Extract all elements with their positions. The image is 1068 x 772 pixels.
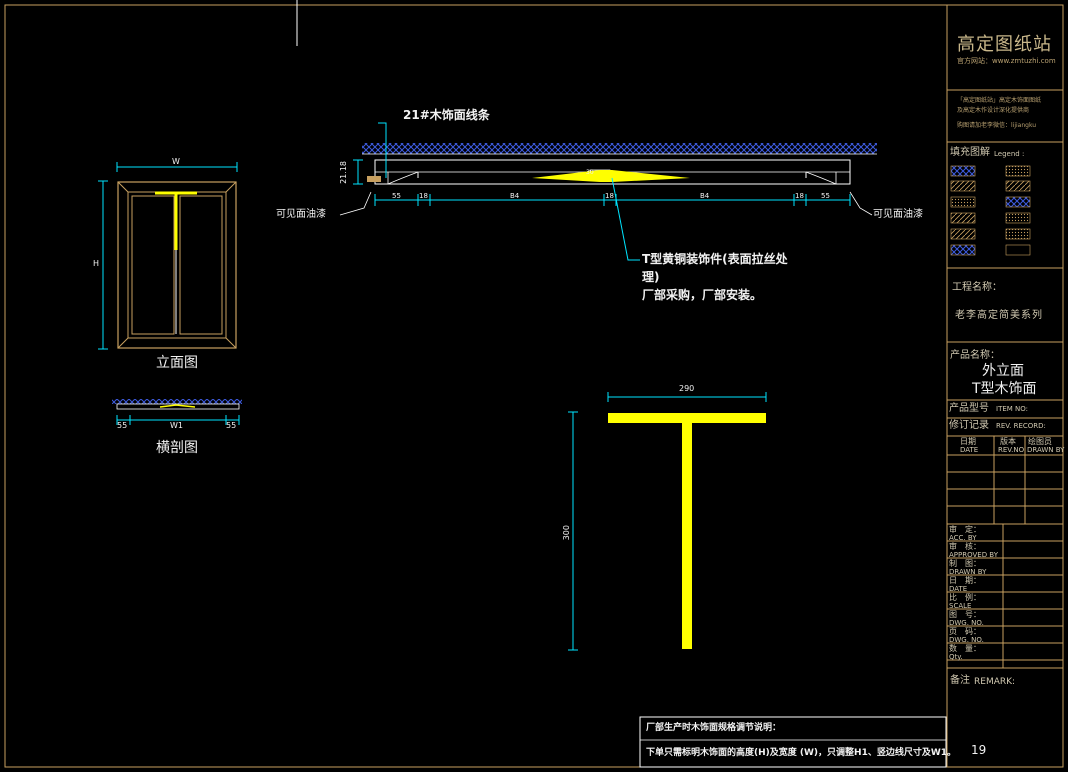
rev-header-by-cn: 绘图员 (1028, 437, 1052, 446)
callout-line-1: T型黄铜装饰件(表面拉丝处 (642, 252, 788, 266)
legend-title: 填充图解 (950, 147, 990, 158)
profile-dim-7: 55 (821, 192, 830, 200)
t-part-width-label: 290 (679, 384, 695, 393)
brand-website: 官方网站：www.zmtuzhi.com (957, 57, 1056, 65)
side-note-left: 可见面油漆 (276, 209, 326, 220)
profile-dim-2: 18 (419, 192, 428, 200)
rev-header-no-en: REV.NO (998, 446, 1025, 454)
page-number: 19 (971, 743, 987, 757)
profile-dim-3: B4 (510, 192, 520, 200)
sign-row-6-cn: 页 码： (949, 627, 981, 636)
project-value: 老李高定简美系列 (955, 310, 1043, 321)
rev-header-date-en: DATE (960, 446, 979, 454)
profile-center-mark: 30 (586, 169, 594, 176)
rev-header-no-cn: 版本 (1000, 437, 1016, 446)
rev-header-date-cn: 日期 (960, 437, 976, 446)
note-box-title: 厂部生产时木饰面规格调节说明： (646, 723, 782, 733)
sign-row-7-en: Qty. (949, 653, 963, 661)
remark-cn: 备注 (950, 675, 970, 686)
rev-cn: 修订记录 (949, 420, 989, 431)
profile-dim-5: B4 (700, 192, 710, 200)
profile-dim-1: 55 (392, 192, 401, 200)
legend-swatches (950, 165, 1031, 256)
cross-dim-mid: W1 (170, 421, 183, 430)
brand-title: 高定图纸站 (957, 34, 1052, 55)
sign-row-6-en: DWG. NO. (949, 636, 984, 644)
cross-section-drawing (112, 399, 242, 425)
t-part-height-label: 300 (562, 525, 571, 541)
note-box-frame (639, 716, 947, 768)
profile-height-label: 21.18 (339, 161, 348, 184)
t-part-drawing (568, 392, 767, 651)
elevation-width-label: W (172, 157, 180, 166)
sign-row-5-en: DWG. NO. (949, 619, 984, 627)
profile-dim-6: 18 (795, 192, 804, 200)
elevation-title: 立面图 (156, 355, 198, 371)
sign-row-5-cn: 图 号： (949, 610, 981, 619)
profile-dim-4: 18 (605, 192, 614, 200)
callout-line-3: 厂部采购，厂部安装。 (642, 288, 763, 302)
remark-en: REMARK: (974, 677, 1016, 687)
sign-row-0-en: ACC. BY (949, 534, 977, 542)
cross-dim-right: 55 (226, 421, 237, 430)
side-note-right: 可见面油漆 (873, 209, 923, 220)
sign-row-4-en: SCALE (949, 602, 972, 610)
profile-detail-drawing (339, 122, 877, 261)
sign-row-0-cn: 审 定： (949, 525, 981, 534)
sign-row-1-en: APPROVED BY (949, 551, 999, 559)
cross-dim-left: 55 (117, 421, 128, 430)
sign-row-3-en: DATE (949, 585, 968, 593)
note-box-body: 下单只需标明木饰面的高度(H)及宽度 (W)，只调整H1、竖边线尺寸及W1。 (646, 748, 957, 758)
elevation-height-label: H (93, 259, 100, 268)
sign-row-2-cn: 制 图： (949, 559, 981, 568)
product-label: 产品名称： (950, 350, 1000, 361)
brand-intro-2: 及高定木作设计深化提供商 (957, 107, 1030, 114)
brand-intro-1: 「高定图纸站」高定木饰面图纸 (957, 97, 1042, 104)
item-no-cn: 产品型号 (949, 403, 989, 414)
sign-row-7-cn: 数 量： (949, 644, 981, 653)
callout-line-2: 理) (642, 270, 660, 284)
rev-header-by-en: DRAWN BY (1027, 446, 1065, 454)
item-no-en: ITEM NO: (996, 405, 1029, 413)
elevation-drawing (98, 162, 238, 350)
drawing-border (4, 4, 1064, 768)
legend-en: Legend : (994, 150, 1025, 158)
sign-row-2-en: DRAWN BY (949, 568, 987, 576)
sign-row-1-cn: 审 核： (949, 542, 981, 551)
product-value-1: 外立面 (982, 363, 1024, 379)
rev-en: REV. RECORD: (996, 422, 1046, 430)
cross-section-title: 横剖图 (156, 440, 198, 456)
profile-label-top: 21#木饰面线条 (403, 108, 490, 122)
brand-intro-3: 购图请加老李微信：lijiangku (957, 122, 1037, 129)
sign-row-4-cn: 比 例： (949, 593, 981, 602)
project-label: 工程名称： (952, 282, 1002, 293)
title-block-frame (946, 5, 1063, 767)
product-value-2: T型木饰面 (972, 381, 1037, 397)
sign-row-3-cn: 日 期： (949, 576, 981, 585)
